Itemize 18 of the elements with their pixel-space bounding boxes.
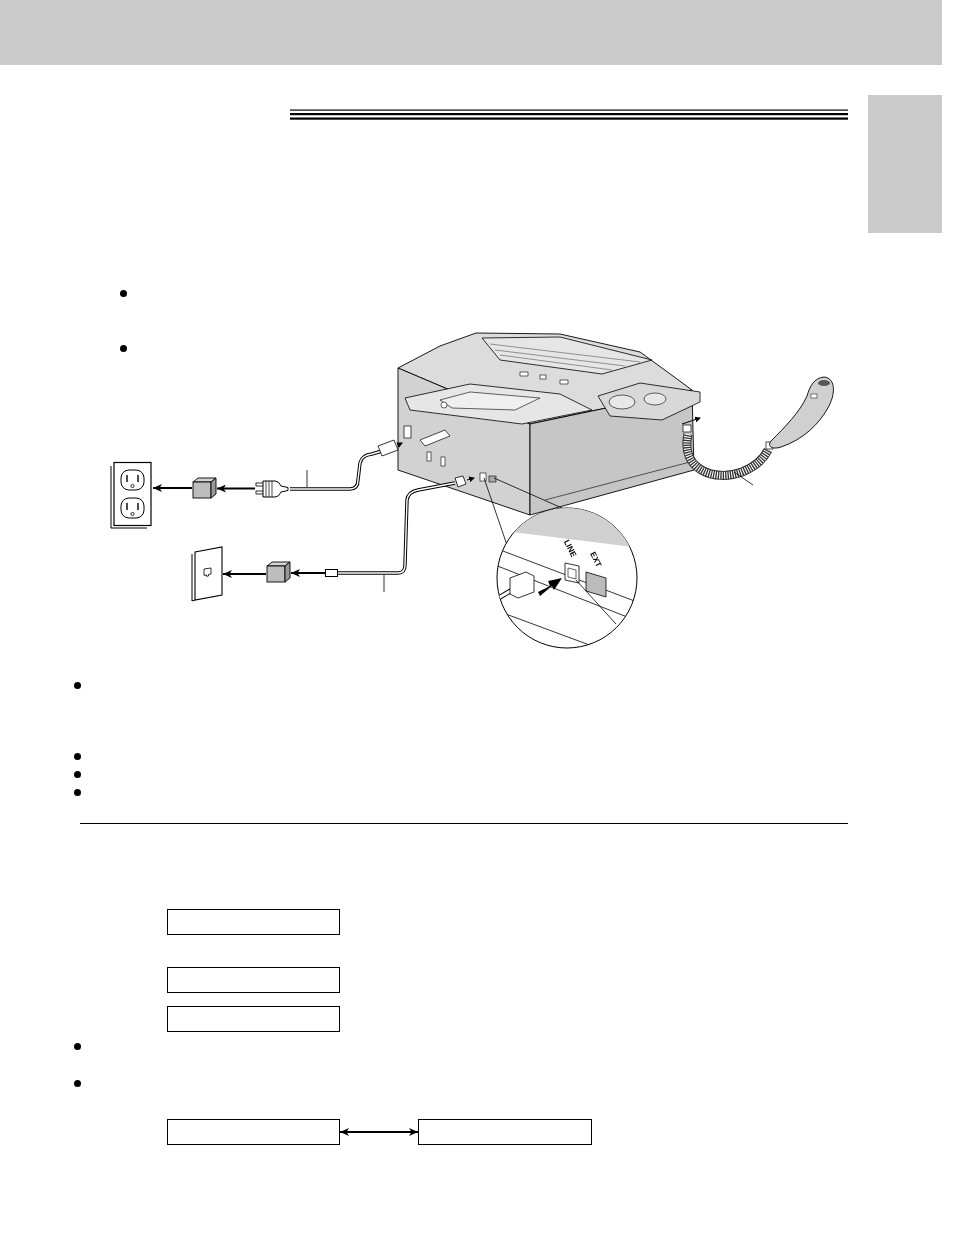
arrow bbox=[340, 1128, 418, 1136]
port-label: LINE bbox=[562, 537, 579, 559]
arrow bbox=[223, 570, 266, 578]
side-tab bbox=[868, 95, 942, 233]
wall-power-outlet bbox=[110, 461, 153, 529]
adapter-cube bbox=[192, 477, 217, 499]
phone-plug bbox=[325, 569, 338, 577]
port-label: EXT bbox=[588, 550, 604, 568]
display-box bbox=[167, 909, 340, 935]
display-box bbox=[167, 967, 340, 993]
arrow bbox=[153, 484, 192, 492]
display-box bbox=[418, 1119, 592, 1145]
wall-phone-jack bbox=[191, 546, 223, 602]
power-plug bbox=[255, 478, 289, 500]
arrow bbox=[217, 484, 255, 493]
display-box bbox=[167, 1006, 340, 1032]
arrow bbox=[291, 569, 325, 577]
display-box bbox=[167, 1119, 340, 1145]
